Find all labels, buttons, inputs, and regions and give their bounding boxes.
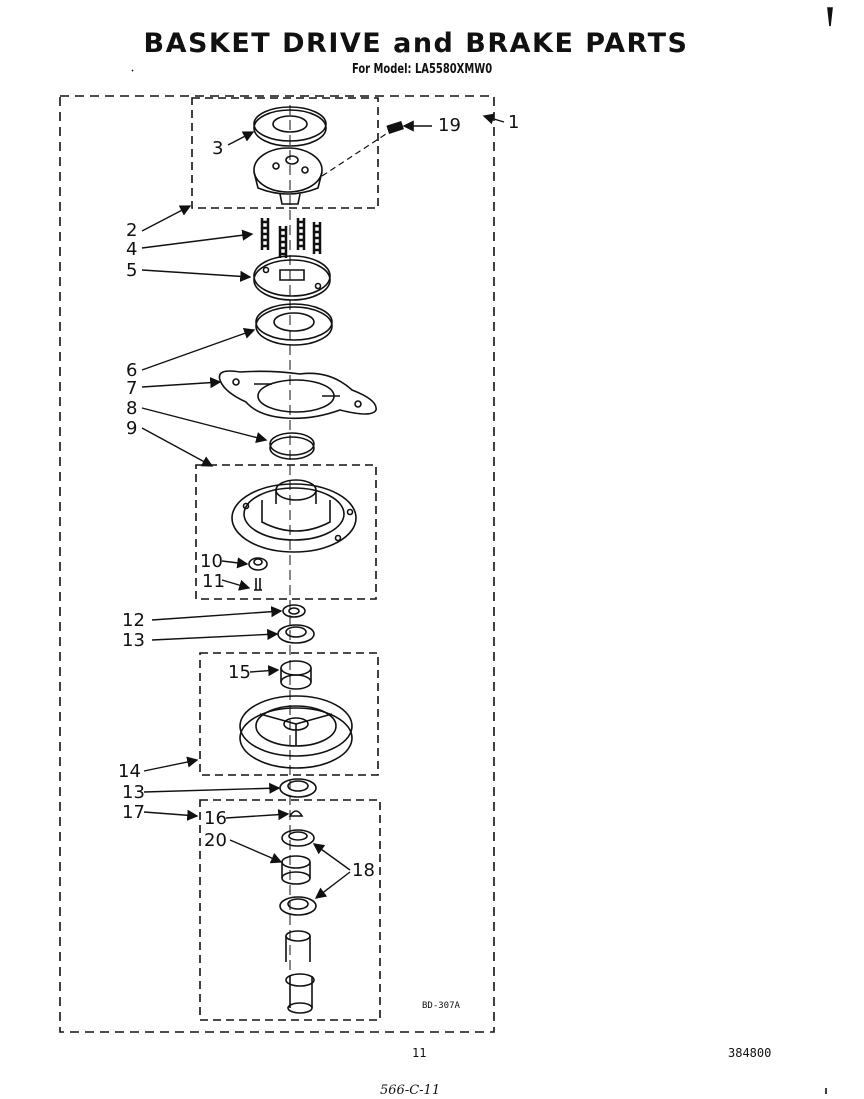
part-6-washer: [255, 303, 333, 346]
subassembly-box-9: [195, 464, 377, 600]
part-4-springs: [260, 218, 322, 258]
callout-8: 8: [126, 398, 138, 419]
subassembly-box-17: [199, 799, 381, 1021]
diagram-code: BD-307A: [422, 1001, 460, 1011]
model-subtitle: For Model: LA5580XMW0: [352, 62, 493, 77]
part-10-nut: [248, 557, 268, 571]
document-number: 384800: [728, 1046, 772, 1060]
part-16-seal: [288, 810, 304, 817]
callout-17: 17: [122, 802, 145, 823]
callout-20: 20: [204, 830, 227, 851]
part-3-washer: [253, 106, 327, 147]
callout-12: 12: [122, 610, 145, 631]
part-19-pin: [386, 120, 404, 134]
callout-6: 6: [126, 360, 138, 381]
subassembly-box-2: [191, 97, 379, 209]
part-14-pulley: [239, 695, 353, 769]
part-5-plate: [253, 255, 331, 301]
callout-11: 11: [202, 571, 225, 592]
part-20-sleeve: [281, 855, 311, 885]
part-11-screw: [254, 578, 262, 591]
part-18-bearing-b: [279, 896, 317, 916]
part-13-bearing-upper: [277, 624, 315, 644]
assembly-border: [59, 95, 495, 1033]
callout-3: 3: [212, 138, 224, 159]
callout-15: 15: [228, 662, 251, 683]
page-number: 11: [412, 1046, 427, 1060]
callout-14: 14: [118, 761, 141, 782]
callout-9: 9: [126, 418, 138, 439]
callout-1: 1: [508, 112, 520, 133]
part-2-hub: [253, 147, 323, 205]
subassembly-box-14: [199, 652, 379, 776]
part-8-ring: [269, 432, 315, 460]
part-13-bearing-lower: [279, 778, 317, 798]
callout-7: 7: [126, 378, 138, 399]
part-18-bearing-a: [281, 829, 315, 847]
lower-shaft: [285, 930, 315, 1014]
callout-13-lower: 13: [122, 782, 145, 803]
part-7-gasket: [218, 370, 377, 420]
page-title: BASKET DRIVE and BRAKE PARTS: [143, 28, 689, 59]
callout-19: 19: [438, 115, 461, 136]
part-9-housing: [231, 479, 357, 553]
callout-4: 4: [126, 239, 138, 260]
handwritten-note: 566-C-11: [380, 1083, 441, 1098]
callout-10: 10: [200, 551, 223, 572]
callout-5: 5: [126, 260, 138, 281]
part-15-bushing: [280, 660, 312, 690]
callout-2: 2: [126, 220, 138, 241]
callout-16: 16: [204, 808, 227, 829]
callout-18: 18: [352, 860, 375, 881]
part-12-washer: [282, 604, 306, 618]
callout-13-upper: 13: [122, 630, 145, 651]
